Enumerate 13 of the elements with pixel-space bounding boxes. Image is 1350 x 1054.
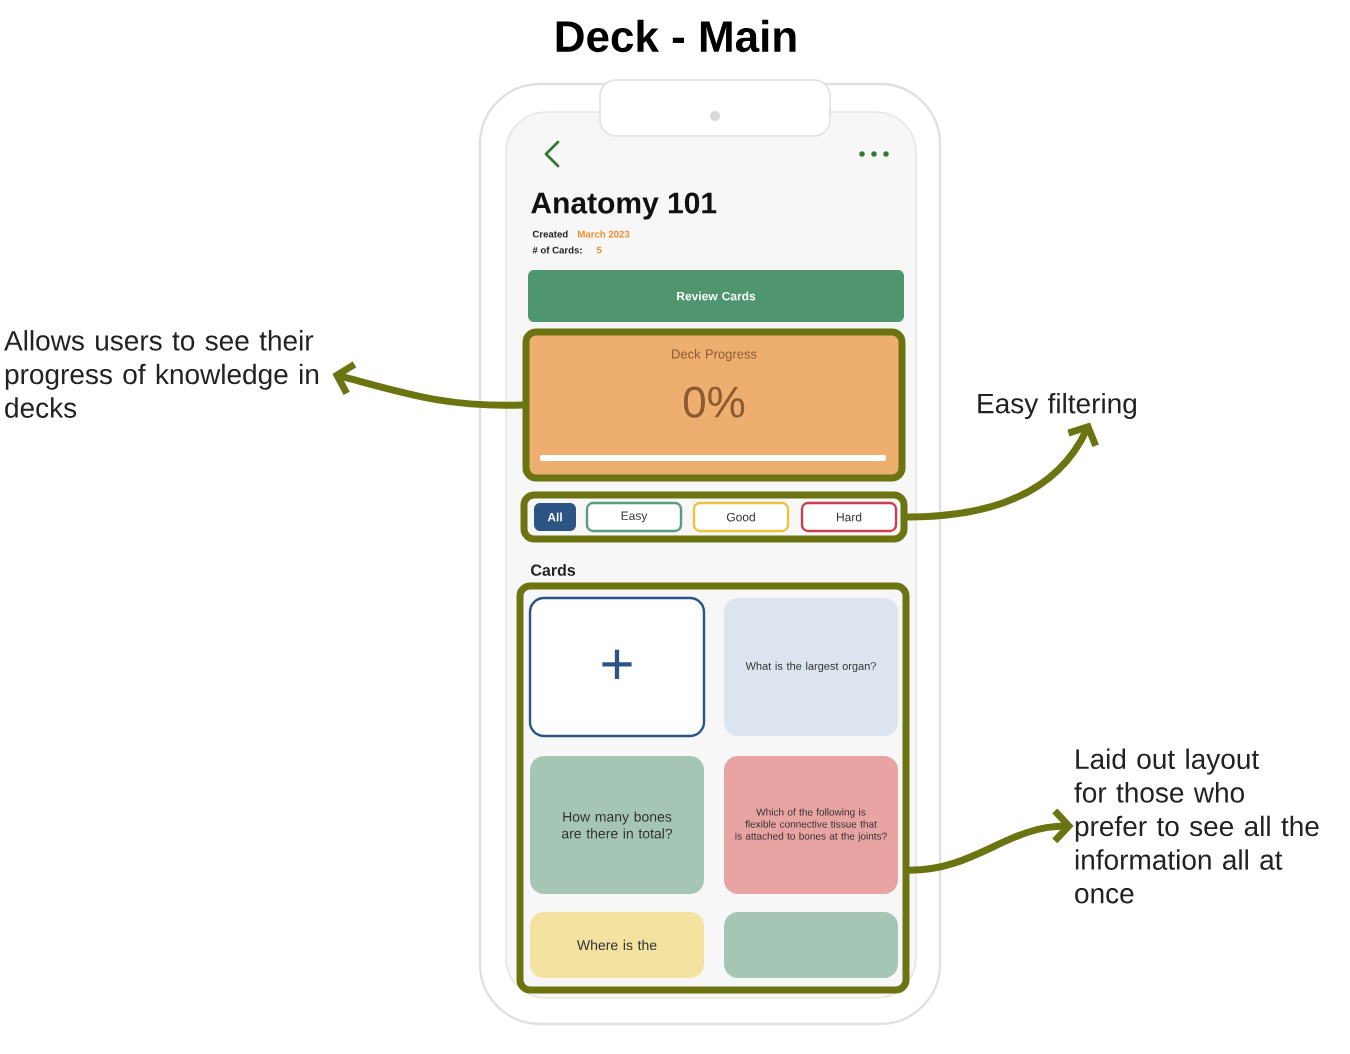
- annotation-text: Allows users to see their progress of knowledge in decks: [4, 330, 319, 418]
- annotation-text: Easy filtering: [978, 392, 1136, 420]
- arrow: [332, 361, 526, 409]
- arrow: [904, 422, 1099, 521]
- heading: Anatomy 101: [531, 192, 717, 220]
- title: Deck - Main: [556, 19, 796, 53]
- highlight-frame: [516, 582, 910, 994]
- section-heading: Cards: [531, 564, 576, 576]
- add-card: +: [528, 596, 706, 738]
- flashcard: [724, 912, 898, 978]
- arrow: [906, 808, 1074, 874]
- highlight-frame: [520, 491, 908, 543]
- annotation-text: Laid out layout for those who prefer to see all the information all at once: [1074, 748, 1319, 904]
